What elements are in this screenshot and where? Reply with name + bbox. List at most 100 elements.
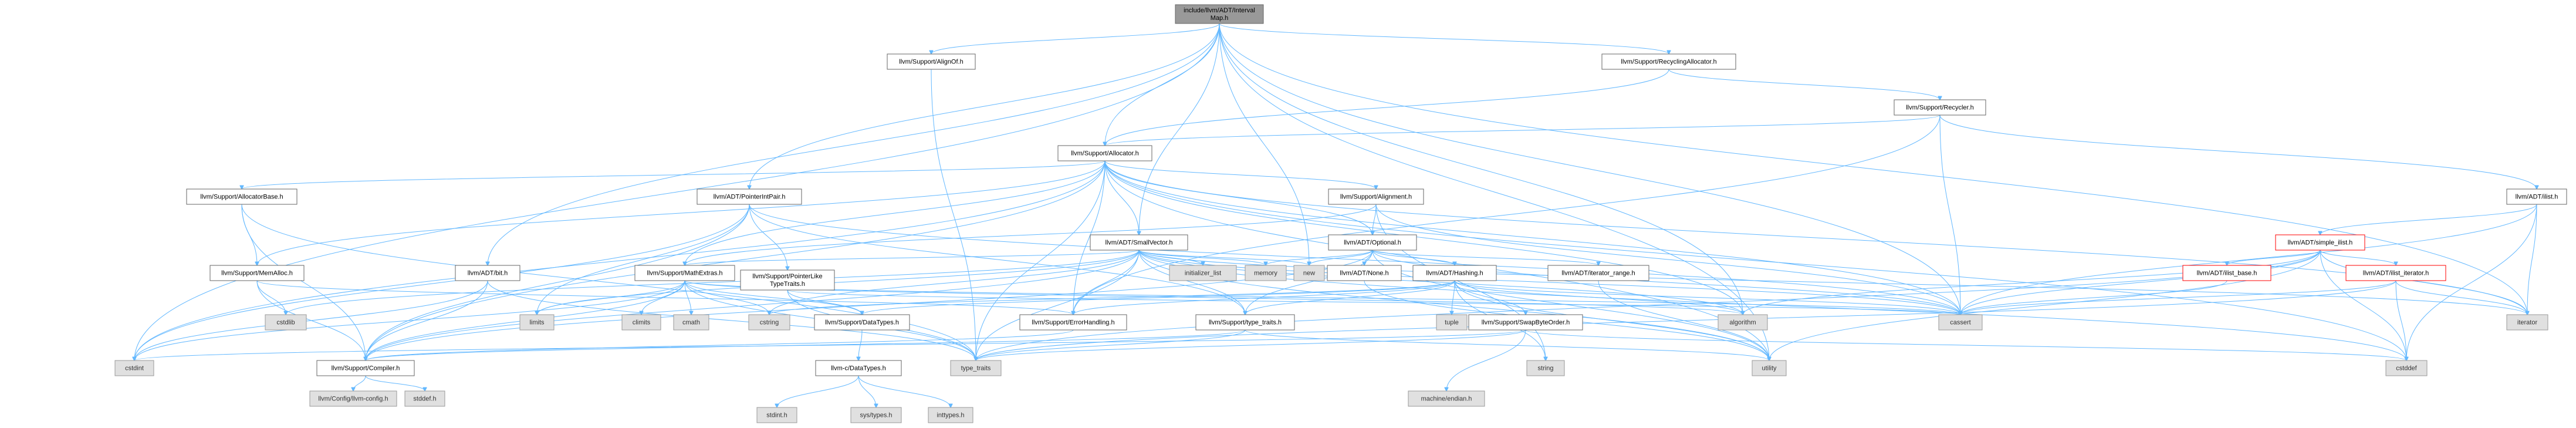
edge-SmallVector-to-cstdlib <box>286 250 1140 315</box>
edge-Optional-to-memory <box>1266 250 1373 265</box>
node-PointerIntPair[interactable]: llvm/ADT/PointerIntPair.h <box>697 188 802 205</box>
node-box <box>815 360 902 376</box>
node-cstddef: cstddef <box>2385 360 2428 376</box>
node-MathExtras[interactable]: llvm/Support/MathExtras.h <box>634 265 735 281</box>
node-RecyclingAllocator[interactable]: llvm/Support/RecyclingAllocator.h <box>1601 53 1736 70</box>
node-box <box>756 407 797 423</box>
edge-Compiler-to-stddef <box>365 375 425 391</box>
node-AllocatorBase[interactable]: llvm/Support/AllocatorBase.h <box>186 188 298 205</box>
node-None[interactable]: llvm/ADT/None.h <box>1327 265 1402 281</box>
edge-Hashing-to-DataTypes <box>862 280 1455 315</box>
node-box <box>928 407 973 423</box>
node-label: llvm/Support/RecyclingAllocator.h <box>1621 59 1716 66</box>
node-Allocator[interactable]: llvm/Support/Allocator.h <box>1057 145 1152 161</box>
node-box <box>309 390 397 407</box>
node-box <box>1328 188 1424 205</box>
node-label: llvm/Config/llvm-config.h <box>318 396 388 403</box>
node-box <box>1169 265 1237 281</box>
node-label: llvm/Support/type_traits.h <box>1209 319 1282 326</box>
node-label: cassert <box>1950 319 1970 326</box>
node-label: utility <box>1762 365 1777 372</box>
node-box <box>1195 314 1295 331</box>
node-MemAlloc[interactable]: llvm/Support/MemAlloc.h <box>209 265 305 281</box>
edge-SmallVector-to-ErrorHandling <box>1073 250 1140 315</box>
edge-Allocator-to-iterator <box>1104 160 2527 315</box>
node-Optional[interactable]: llvm/ADT/Optional.h <box>1328 234 1417 251</box>
node-Hashing[interactable]: llvm/ADT/Hashing.h <box>1412 265 1497 281</box>
node-box <box>186 188 298 205</box>
node-iterator_range[interactable]: llvm/ADT/iterator_range.h <box>1547 265 1649 281</box>
node-label: initializer_list <box>1185 270 1221 277</box>
node-ErrorHandling[interactable]: llvm/Support/ErrorHandling.h <box>1019 314 1127 331</box>
edge-Hashing-to-utility <box>1454 280 1769 360</box>
node-label: cstdlib <box>276 319 295 326</box>
node-box <box>455 265 520 281</box>
edge-Allocator-to-type_traits <box>976 160 1106 360</box>
edge-ilist_iterator-to-cstddef <box>2395 280 2406 360</box>
node-cstring: cstring <box>748 314 790 331</box>
node-box <box>673 314 709 331</box>
node-ilist_base[interactable]: llvm/ADT/ilist_base.h <box>2182 265 2271 281</box>
node-label: tuple <box>1445 319 1459 326</box>
edge-SwapByteOrder-to-type_traits <box>976 329 1526 360</box>
node-label: type_traits <box>961 365 991 372</box>
edge-Allocator-to-SmallVector <box>1104 160 1139 235</box>
edge-PointerIntPair-to-cassert <box>749 204 1960 315</box>
node-ilist[interactable]: llvm/ADT/ilist.h <box>2506 188 2567 205</box>
node-box <box>1293 265 1325 281</box>
node-label: llvm/ADT/iterator_range.h <box>1561 270 1635 277</box>
node-type_traits_h[interactable]: llvm/Support/type_traits.h <box>1195 314 1295 331</box>
node-ilist_iterator[interactable]: llvm/ADT/ilist_iterator.h <box>2345 265 2446 281</box>
node-label: inttypes.h <box>937 412 964 419</box>
edge-Allocator-to-algorithm <box>1104 160 1743 315</box>
node-label: llvm/Support/Allocator.h <box>1071 150 1139 157</box>
node-label: stdint.h <box>766 412 787 419</box>
node-box <box>2385 360 2428 376</box>
edge-Optional-to-Hashing <box>1372 250 1455 265</box>
node-label: sys/types.h <box>860 412 892 419</box>
dependency-edges <box>134 23 2537 407</box>
edge-SmallVector-to-memory <box>1138 250 1266 265</box>
node-label: llvm/ADT/Optional.h <box>1344 240 1401 247</box>
node-memory: memory <box>1245 265 1287 281</box>
node-sys_types: sys/types.h <box>850 407 902 423</box>
node-box <box>404 390 445 407</box>
node-box <box>740 269 835 291</box>
node-SmallVector[interactable]: llvm/ADT/SmallVector.h <box>1090 234 1188 251</box>
edge-Optional-to-type_traits_h <box>1245 250 1373 315</box>
node-SwapByteOrder[interactable]: llvm/Support/SwapByteOrder.h <box>1468 314 1583 331</box>
edge-Hashing-to-algorithm <box>1454 280 1743 315</box>
node-simple_ilist[interactable]: llvm/ADT/simple_ilist.h <box>2275 234 2365 251</box>
edge-Recycler-to-Allocator <box>1105 114 1941 146</box>
node-cstdlib: cstdlib <box>265 314 307 331</box>
edge-Recycler-to-ErrorHandling <box>1073 114 1941 315</box>
node-box <box>1526 360 1565 376</box>
node-label: llvm/Support/MathExtras.h <box>647 270 723 277</box>
edge-Allocator-to-MathExtras <box>685 160 1106 265</box>
node-DataTypes[interactable]: llvm/Support/DataTypes.h <box>814 314 910 331</box>
node-c_DataTypes[interactable]: llvm-c/DataTypes.h <box>815 360 902 376</box>
edge-Hashing-to-ErrorHandling <box>1073 280 1455 315</box>
node-box <box>814 314 910 331</box>
node-box <box>850 407 902 423</box>
edge-Alignment-to-cassert <box>1375 204 1960 315</box>
edge-ilist-to-simple_ilist <box>2320 204 2537 235</box>
node-Compiler[interactable]: llvm/Support/Compiler.h <box>316 360 415 376</box>
node-cstdint: cstdint <box>114 360 154 376</box>
node-label: llvm/ADT/simple_ilist.h <box>2288 240 2353 247</box>
edge-AlignOf-to-type_traits <box>931 69 976 360</box>
node-machine_endian: machine/endian.h <box>1408 390 1485 407</box>
edge-MathExtras-to-climits <box>641 280 685 315</box>
edge-ilist_base-to-cassert <box>1960 280 2227 315</box>
node-bit[interactable]: llvm/ADT/bit.h <box>455 265 520 281</box>
node-AlignOf[interactable]: llvm/Support/AlignOf.h <box>887 53 976 70</box>
edge-root-to-PointerIntPair <box>749 23 1220 189</box>
node-box <box>697 188 802 205</box>
node-Alignment[interactable]: llvm/Support/Alignment.h <box>1328 188 1424 205</box>
node-Recycler[interactable]: llvm/Support/Recycler.h <box>1894 99 1986 116</box>
node-box <box>1894 99 1986 116</box>
node-label: llvm/ADT/ilist.h <box>2516 194 2558 201</box>
edge-Allocator-to-ErrorHandling <box>1073 160 1106 315</box>
node-box <box>2506 188 2567 205</box>
